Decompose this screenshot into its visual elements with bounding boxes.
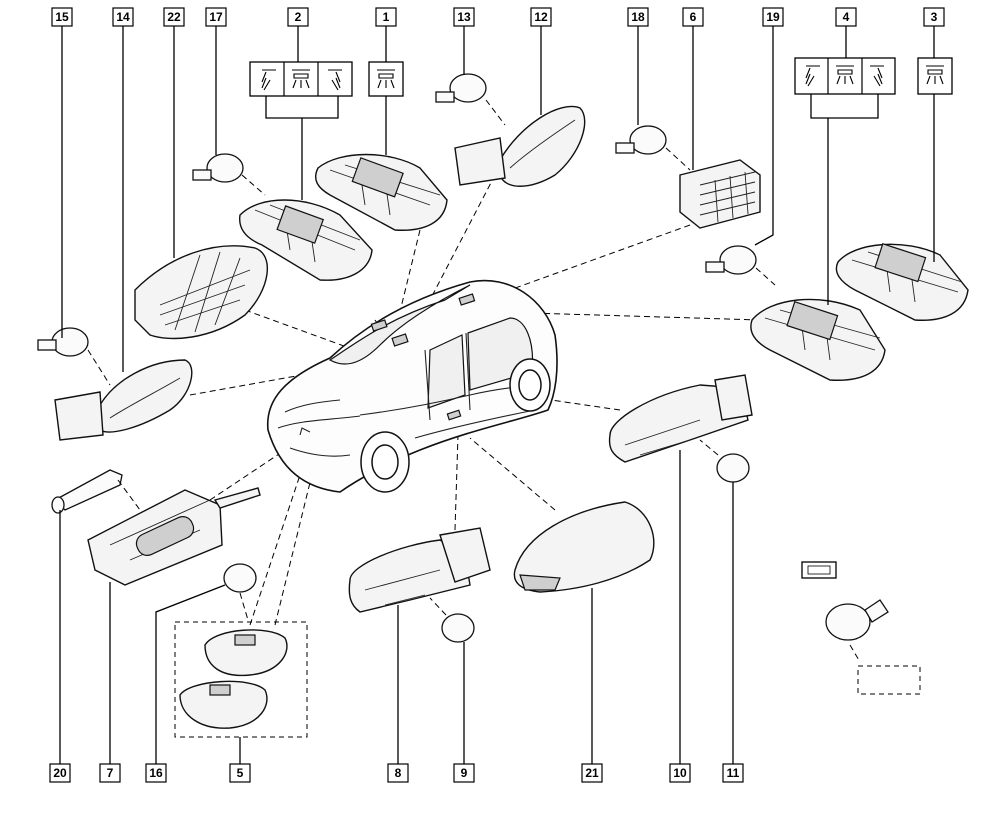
callout-label: 11	[727, 766, 740, 780]
callout-label: 7	[107, 766, 114, 780]
dome-lamp-icon	[377, 69, 395, 89]
callout-4: 4	[835, 7, 857, 27]
callout-label: 12	[534, 10, 548, 24]
callout-14: 14	[112, 7, 134, 27]
callout-17: 17	[205, 7, 227, 27]
callout-5: 5	[229, 763, 251, 783]
callout-22: 22	[163, 7, 185, 27]
bulb-icon	[37, 327, 89, 357]
callout-16: 16	[145, 763, 167, 783]
callout-label: 16	[149, 766, 163, 780]
part-3-module	[835, 243, 969, 321]
bulb-icon	[825, 599, 889, 641]
part-19-module	[750, 298, 886, 381]
callout-label: 1	[383, 10, 390, 24]
callout-label: 4	[843, 10, 850, 24]
callout-7: 7	[99, 763, 121, 783]
callout-label: 3	[931, 10, 938, 24]
callout-label: 13	[457, 10, 471, 24]
callout-10: 10	[669, 763, 691, 783]
callout-label: 17	[209, 10, 223, 24]
callout-label: 10	[673, 766, 687, 780]
dome-lamp-icon	[292, 69, 310, 89]
callout-label: 21	[585, 766, 599, 780]
part-17-module	[238, 199, 373, 281]
callout-6: 6	[682, 7, 704, 27]
callout-label: 8	[395, 766, 402, 780]
callout-1: 1	[375, 7, 397, 27]
bulbs	[37, 73, 889, 643]
part-14-housing	[54, 359, 193, 441]
part-12-lamp	[454, 105, 586, 187]
part-8-housing	[348, 527, 491, 613]
callout-3: 3	[923, 7, 945, 27]
callout-label: 18	[631, 10, 645, 24]
part-7-plate-lamp	[87, 487, 261, 586]
callout-9: 9	[453, 763, 475, 783]
callout-label: 20	[53, 766, 67, 780]
callout-13: 13	[453, 7, 475, 27]
dome-lamp-icon	[836, 65, 854, 85]
bulb-arrows	[87, 99, 861, 663]
callout-label: 5	[237, 766, 244, 780]
callout-label: 14	[116, 10, 130, 24]
dome-lamp-icon	[926, 65, 944, 85]
callout-15: 15	[51, 7, 73, 27]
callout-label: 9	[461, 766, 468, 780]
spot-lamp-left-icon	[805, 65, 820, 87]
callout-20: 20	[49, 763, 71, 783]
callout-12: 12	[530, 7, 552, 27]
part-5-covers	[174, 621, 308, 738]
bulb-icon	[223, 563, 257, 593]
lamp-box-1	[368, 61, 404, 97]
leader-lines	[59, 26, 935, 764]
bulb-icon	[615, 125, 667, 155]
part-6-block	[679, 159, 761, 229]
bulb-icon	[705, 245, 757, 275]
fuse-icon	[801, 561, 837, 579]
part-21-shell	[513, 501, 655, 593]
part-10-housing	[608, 374, 753, 463]
callout-21: 21	[581, 763, 603, 783]
callout-8: 8	[387, 763, 409, 783]
callout-11: 11	[722, 763, 744, 783]
bulb-icon	[51, 469, 123, 514]
part-1-module	[314, 153, 448, 231]
lamp-box-4	[794, 57, 896, 95]
bulb-icon	[441, 613, 475, 643]
lamp-box-3	[917, 57, 953, 95]
lamp-box-2	[249, 61, 353, 97]
bulb-icon	[435, 73, 487, 103]
callout-label: 15	[55, 10, 69, 24]
callout-label: 6	[690, 10, 697, 24]
callout-label: 22	[167, 10, 181, 24]
bulb-icon	[192, 153, 244, 183]
callout-label: 2	[295, 10, 302, 24]
fuse-group	[801, 561, 921, 695]
part-22-lens	[134, 245, 269, 340]
bulb-icon	[716, 453, 750, 483]
callout-19: 19	[762, 7, 784, 27]
spot-lamp-left-icon	[261, 69, 276, 91]
callout-2: 2	[287, 7, 309, 27]
car-illustration	[266, 279, 558, 493]
spot-lamp-right-icon	[870, 65, 884, 87]
callout-18: 18	[627, 7, 649, 27]
spot-lamp-right-icon	[328, 69, 342, 91]
callout-label: 19	[766, 10, 780, 24]
